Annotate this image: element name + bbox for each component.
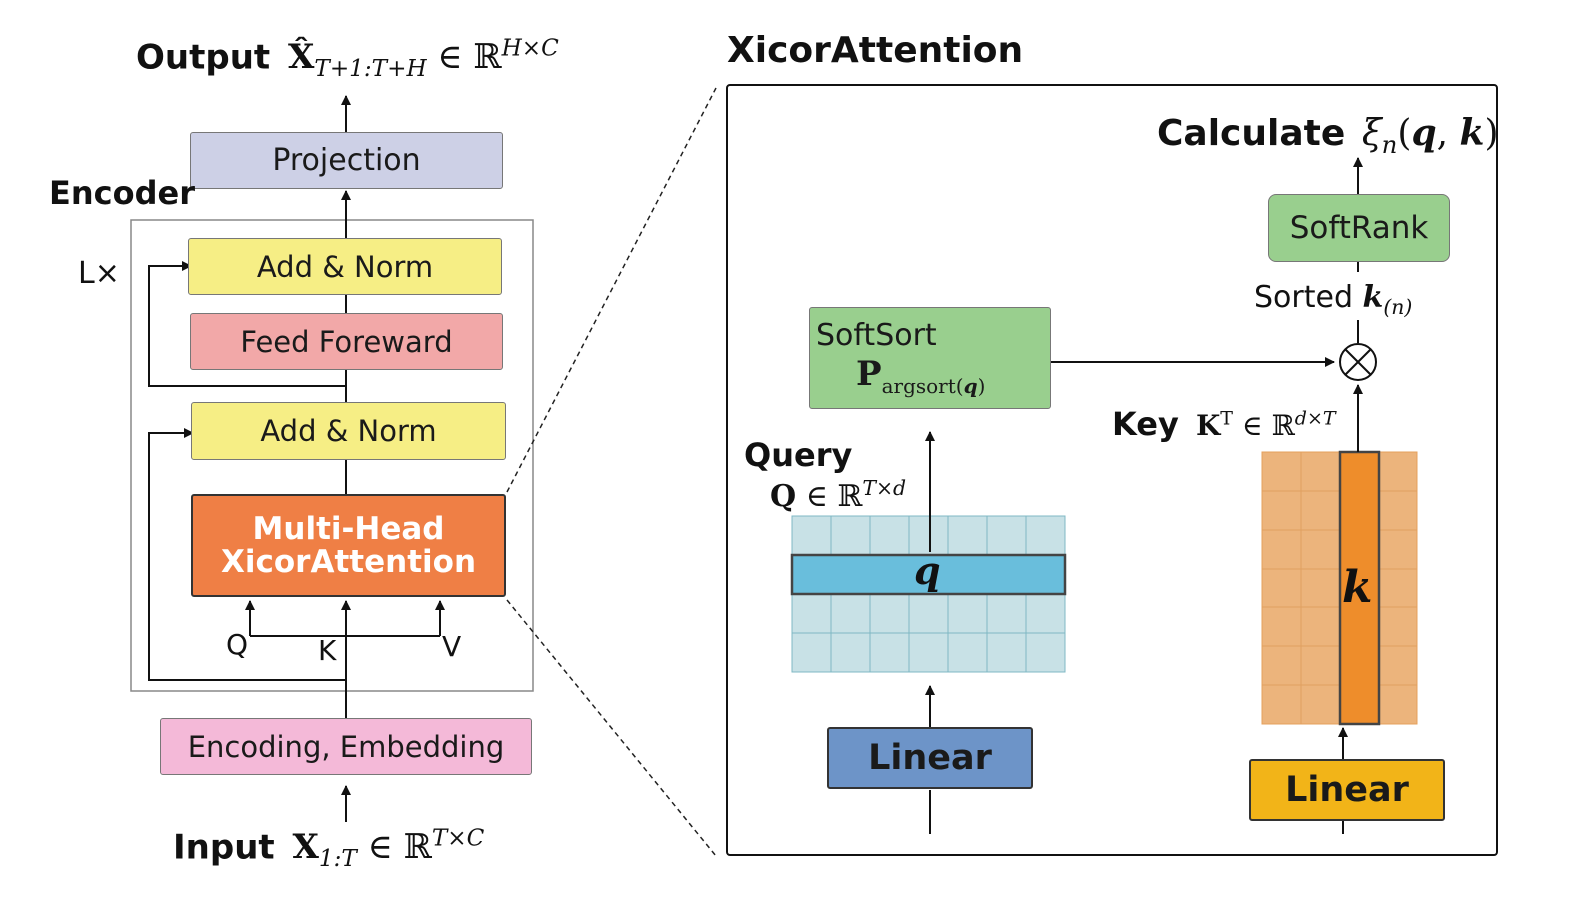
residual-top xyxy=(148,261,346,387)
softsort-formula: Pargsort(q) xyxy=(856,354,986,398)
key-col-k xyxy=(1338,450,1381,726)
key-label: Key KT ∈ ℝd×T xyxy=(1112,405,1336,443)
add-norm-top: Add & Norm xyxy=(188,238,502,295)
query-row-q xyxy=(790,553,1067,596)
query-shape: Q ∈ ℝT×d xyxy=(770,476,907,514)
feed-forward-box: Feed Foreward xyxy=(190,313,503,370)
encoder-frame xyxy=(130,219,534,692)
linear-right-box: Linear xyxy=(1249,759,1445,821)
xicor-frame xyxy=(726,84,1498,856)
projection-box: Projection xyxy=(190,132,503,189)
add-norm-bottom: Add & Norm xyxy=(191,402,506,460)
calculate-label: Calculate ξn(q, k) xyxy=(1157,112,1499,160)
softrank-box: SoftRank xyxy=(1268,194,1450,262)
query-matrix xyxy=(790,515,1067,673)
k-vector-label: k xyxy=(1342,562,1373,613)
q-vector-label: q xyxy=(914,548,941,593)
output-label: Output X̂T+1:T+H ∈ ℝH×C xyxy=(136,36,559,83)
softsort-title: SoftSort xyxy=(816,318,937,353)
xicor-title: XicorAttention xyxy=(727,30,1024,71)
layers-label: L× xyxy=(78,256,120,291)
residual-bottom xyxy=(148,428,346,681)
linear-left-box: Linear xyxy=(827,727,1033,789)
v-input-label: V xyxy=(442,630,462,663)
query-label: Query xyxy=(744,436,853,474)
multihead-attention-box: Multi-Head XicorAttention xyxy=(191,494,506,597)
sorted-label: Sorted k(n) xyxy=(1254,280,1413,319)
encoder-label: Encoder xyxy=(49,174,195,212)
k-input-label: K xyxy=(318,634,337,667)
zoom-line-bottom xyxy=(506,599,717,857)
zoom-line-top xyxy=(506,87,717,493)
softsort-box: SoftSort Pargsort(q) xyxy=(809,307,1051,409)
key-matrix xyxy=(1261,450,1418,726)
q-input-label: Q xyxy=(226,628,249,661)
encoding-embedding-box: Encoding, Embedding xyxy=(160,718,532,775)
input-label: Input X1:T ∈ ℝT×C xyxy=(173,826,485,873)
